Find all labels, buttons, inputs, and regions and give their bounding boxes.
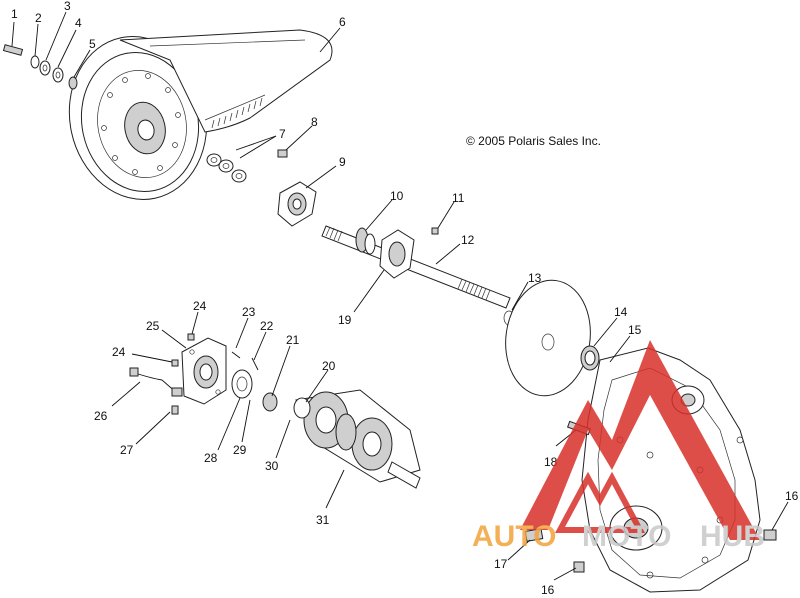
callout-21: 21: [286, 333, 300, 347]
callout-28: 28: [204, 451, 218, 465]
callout-15: 15: [628, 323, 642, 337]
callout-2: 2: [35, 11, 42, 25]
sensor-screw: [171, 405, 179, 415]
watermark-word-3: HUB: [700, 520, 765, 553]
watermark-word-1: AUTO: [472, 520, 556, 553]
belt-guard: [119, 29, 333, 133]
callout-11: 11: [452, 191, 465, 205]
callout-31: 31: [316, 513, 330, 527]
spacer-washers: [206, 153, 247, 183]
callout-29: 29: [233, 443, 247, 457]
driven-shaft: [321, 225, 511, 309]
small-nut: [431, 227, 439, 235]
callout-16-right: 16: [785, 489, 799, 503]
gear-cluster: [293, 389, 421, 489]
callout-25: 25: [146, 319, 160, 333]
bearing-flange-lower: [379, 229, 415, 279]
callout-13: 13: [528, 271, 542, 285]
plate-nut-upper: [187, 333, 195, 341]
callout-17: 17: [494, 557, 508, 571]
callout-7: 7: [279, 127, 286, 141]
callout-5: 5: [89, 37, 96, 51]
callout-labels: 1 2 3 4 5 6 7 8 9 10 11 12 13 14 15 16 1…: [11, 0, 799, 597]
speed-sensor: [129, 367, 183, 397]
watermark-logo: AUTO MOTO HUB: [472, 340, 765, 553]
bearing-flange-upper: [277, 181, 317, 227]
brake-disc: [505, 279, 591, 397]
plate-nut-lower: [171, 359, 179, 367]
bearing-plate: [181, 337, 227, 405]
callout-16-bottom: 16: [541, 583, 555, 597]
watermark-mountain-icon: [520, 340, 760, 540]
drive-gear-small: [262, 392, 278, 412]
callout-12: 12: [461, 233, 475, 247]
callout-3: 3: [64, 0, 71, 13]
callout-10: 10: [390, 189, 404, 203]
copyright-text: © 2005 Polaris Sales Inc.: [466, 134, 601, 148]
callout-26: 26: [94, 409, 108, 423]
callout-20: 20: [322, 359, 336, 373]
callout-22: 22: [260, 319, 274, 333]
callout-19: 19: [338, 313, 352, 327]
callout-8: 8: [311, 115, 318, 129]
gasket-ring: [231, 369, 253, 399]
bolt-washer-stack: [2, 44, 78, 90]
leader-lines: [11, 11, 789, 581]
watermark-word-2: MOTO: [582, 520, 671, 553]
callout-14: 14: [614, 305, 628, 319]
callout-1: 1: [11, 7, 18, 21]
key-part: [277, 149, 288, 158]
callout-24-upper: 24: [193, 299, 207, 313]
callout-23: 23: [242, 305, 256, 319]
callout-24-lower: 24: [112, 345, 126, 359]
callout-6: 6: [339, 15, 346, 29]
callout-27: 27: [120, 443, 134, 457]
callout-9: 9: [339, 155, 346, 169]
callout-30: 30: [265, 459, 279, 473]
callout-4: 4: [75, 16, 82, 30]
